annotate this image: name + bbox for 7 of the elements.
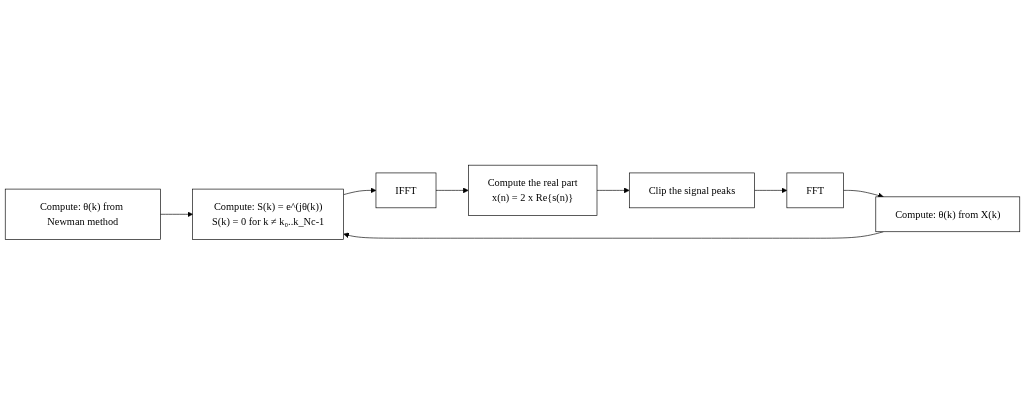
node-box: Compute: S(k) = e^(jθ(k)) S(k) = 0 for k ≠ k₀..k_Nc-1 (192, 188, 344, 240)
node-box: IFFT (375, 172, 437, 209)
node-box: Compute the real part x(n) = 2 x Re{s(n)} (468, 165, 598, 217)
node-box: Compute: θ(k) from X(k) (875, 196, 1021, 233)
node-box: Clip the signal peaks (629, 172, 755, 209)
node-box: FFT (786, 172, 844, 209)
node-box: Compute: θ(k) from Newman method (4, 188, 161, 240)
